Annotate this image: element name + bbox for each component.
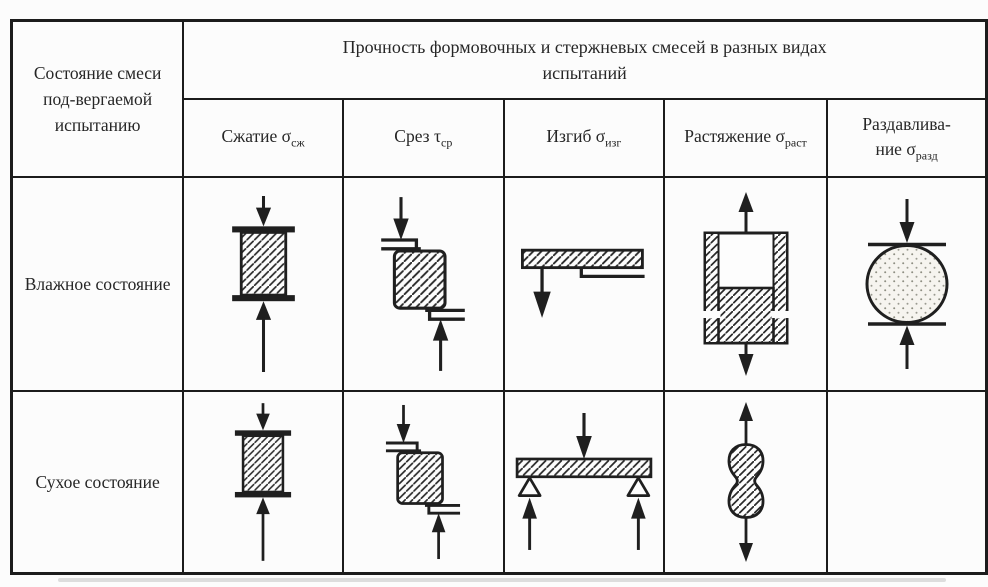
col-label: Изгиб	[546, 126, 592, 147]
col-label: Раздавлива-ние	[862, 114, 951, 159]
main-header-line2: испытаний	[542, 63, 627, 83]
col-header-crushing: Раздавлива-ние σразд	[826, 98, 988, 178]
col-symbol: σ	[775, 126, 785, 147]
col-subscript: ср	[441, 135, 453, 150]
col-header-compression: Сжатие σсж	[182, 98, 344, 178]
row-label-text: Сухое состояние	[35, 471, 160, 492]
cell-dry-shear	[341, 390, 505, 575]
tension-mold-test-icon	[702, 191, 789, 377]
col-symbol: σ	[906, 138, 916, 159]
cell-wet-compression	[182, 176, 344, 392]
cell-wet-tension	[662, 176, 829, 392]
crushing-ball-test-icon	[864, 198, 949, 370]
main-header-cell: Прочность формовочных и стержневых смесе…	[182, 19, 988, 100]
shear-test-icon	[379, 196, 467, 372]
cell-dry-crushing-empty	[826, 390, 988, 575]
cell-dry-tension	[662, 390, 829, 575]
col-header-tension: Растяжение σраст	[662, 98, 829, 178]
scan-artifact-line	[58, 578, 946, 582]
main-header-line1: Прочность формовочных и стержневых смесе…	[342, 36, 827, 57]
tension-dogbone-test-icon	[727, 401, 764, 563]
cell-wet-crushing	[826, 176, 988, 392]
col-symbol: σ	[595, 126, 606, 147]
col-header-bending: Изгиб σизг	[502, 98, 665, 178]
col-header-shear: Срез τср	[341, 98, 505, 178]
col-label: Сжатие	[221, 126, 278, 147]
cell-wet-shear	[341, 176, 505, 392]
row-label-wet: Влажное состояние	[10, 176, 185, 392]
col-label: Срез	[394, 126, 430, 147]
col-subscript: раст	[784, 135, 807, 150]
shear-test-icon	[384, 404, 462, 560]
col-label: Растяжение	[684, 126, 772, 147]
three-point-bending-test-icon	[515, 413, 653, 551]
row-label-dry: Сухое состояние	[10, 390, 185, 575]
cell-dry-compression	[182, 390, 344, 575]
compression-test-icon	[230, 195, 296, 373]
col-symbol: σ	[281, 126, 292, 147]
col-subscript: изг	[605, 135, 622, 150]
row-label-text: Влажное состояние	[24, 273, 171, 294]
cell-wet-bending	[502, 176, 665, 392]
cantilever-bending-test-icon	[521, 248, 647, 320]
corner-header-cell: Состояние смеси под-вергаемой испытанию	[10, 19, 185, 178]
col-symbol: τ	[433, 126, 442, 147]
col-subscript: сж	[291, 135, 305, 150]
strength-tests-table: Состояние смеси под-вергаемой испытанию …	[10, 19, 988, 575]
compression-test-icon	[234, 402, 293, 562]
col-subscript: разд	[915, 148, 938, 163]
corner-header-text: Состояние смеси под-вергаемой испытанию	[33, 62, 162, 136]
cell-dry-bending	[502, 390, 665, 575]
